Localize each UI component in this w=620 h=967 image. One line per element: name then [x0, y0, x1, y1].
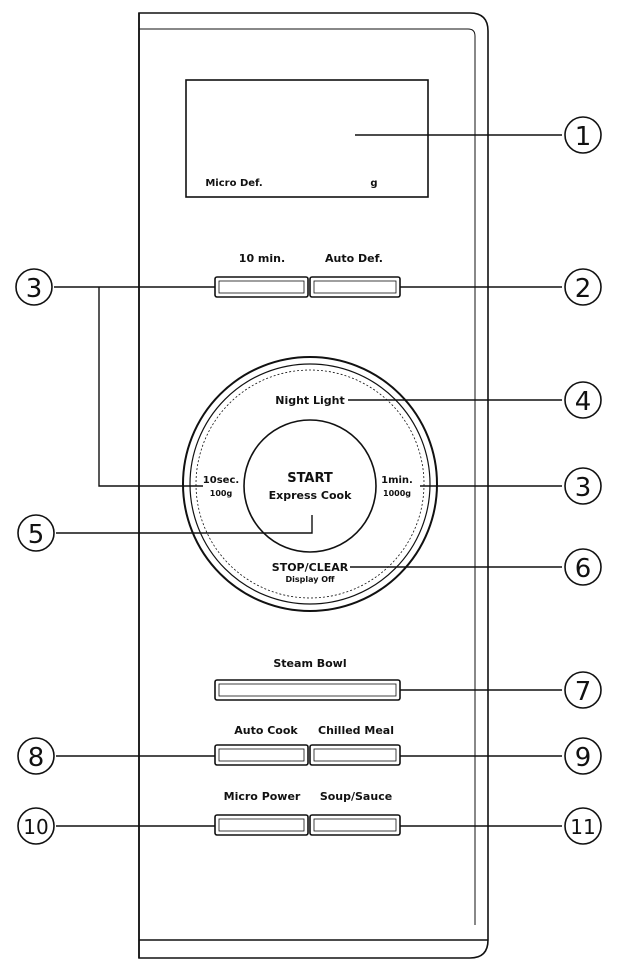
callout-11: 11: [564, 807, 602, 845]
chilled-meal-label: Chilled Meal: [318, 724, 394, 737]
callout-1: 1: [564, 116, 602, 154]
callout-5: 5: [17, 514, 55, 552]
auto-cook-label: Auto Cook: [234, 724, 298, 737]
steam-bowl-button[interactable]: [214, 679, 401, 701]
micro-power-button[interactable]: [214, 814, 309, 836]
control-dial: [182, 356, 438, 612]
svg-text:2: 2: [575, 274, 592, 304]
svg-text:5: 5: [28, 520, 45, 550]
svg-text:3: 3: [575, 473, 592, 503]
start-label: START: [287, 471, 333, 486]
svg-text:10: 10: [23, 815, 48, 839]
callout-3-right: 3: [564, 467, 602, 505]
leader-lines: [54, 134, 562, 827]
auto-def-label: Auto Def.: [325, 252, 383, 265]
night-light-label[interactable]: Night Light: [275, 394, 345, 407]
display-window: Micro Def. g: [185, 79, 429, 198]
callout-2: 2: [564, 268, 602, 306]
one-min-label[interactable]: 1min.: [381, 475, 413, 486]
svg-text:8: 8: [28, 743, 45, 773]
auto-def-button[interactable]: [309, 276, 401, 298]
chilled-meal-button[interactable]: [309, 744, 401, 766]
callout-7: 7: [564, 671, 602, 709]
svg-text:3: 3: [26, 274, 43, 304]
micro-power-label: Micro Power: [224, 790, 301, 803]
svg-text:11: 11: [570, 815, 595, 839]
svg-text:6: 6: [575, 554, 592, 584]
display-mode-text: Micro Def.: [205, 178, 262, 189]
soup-sauce-button[interactable]: [309, 814, 401, 836]
panel-frame: [138, 12, 489, 959]
thousand-g-label: 1000g: [383, 489, 411, 498]
display-unit-text: g: [370, 178, 377, 189]
express-cook-label: Express Cook: [269, 489, 352, 502]
ten-min-label: 10 min.: [239, 252, 285, 265]
stop-clear-label[interactable]: STOP/CLEAR: [272, 561, 349, 574]
soup-sauce-label: Soup/Sauce: [320, 790, 392, 803]
ten-min-button[interactable]: [214, 276, 309, 298]
callout-10: 10: [17, 807, 55, 845]
display-off-label: Display Off: [285, 575, 335, 584]
callout-8: 8: [17, 737, 55, 775]
callout-3-left: 3: [15, 268, 53, 306]
svg-text:1: 1: [575, 122, 592, 152]
callout-9: 9: [564, 737, 602, 775]
auto-cook-button[interactable]: [214, 744, 309, 766]
svg-text:7: 7: [575, 677, 592, 707]
callout-6: 6: [564, 548, 602, 586]
hundred-g-label: 100g: [210, 489, 233, 498]
callout-4: 4: [564, 381, 602, 419]
ten-sec-label[interactable]: 10sec.: [203, 475, 239, 486]
start-button[interactable]: [243, 419, 377, 553]
steam-bowl-label: Steam Bowl: [273, 657, 346, 670]
svg-text:9: 9: [575, 743, 592, 773]
svg-text:4: 4: [575, 387, 592, 417]
